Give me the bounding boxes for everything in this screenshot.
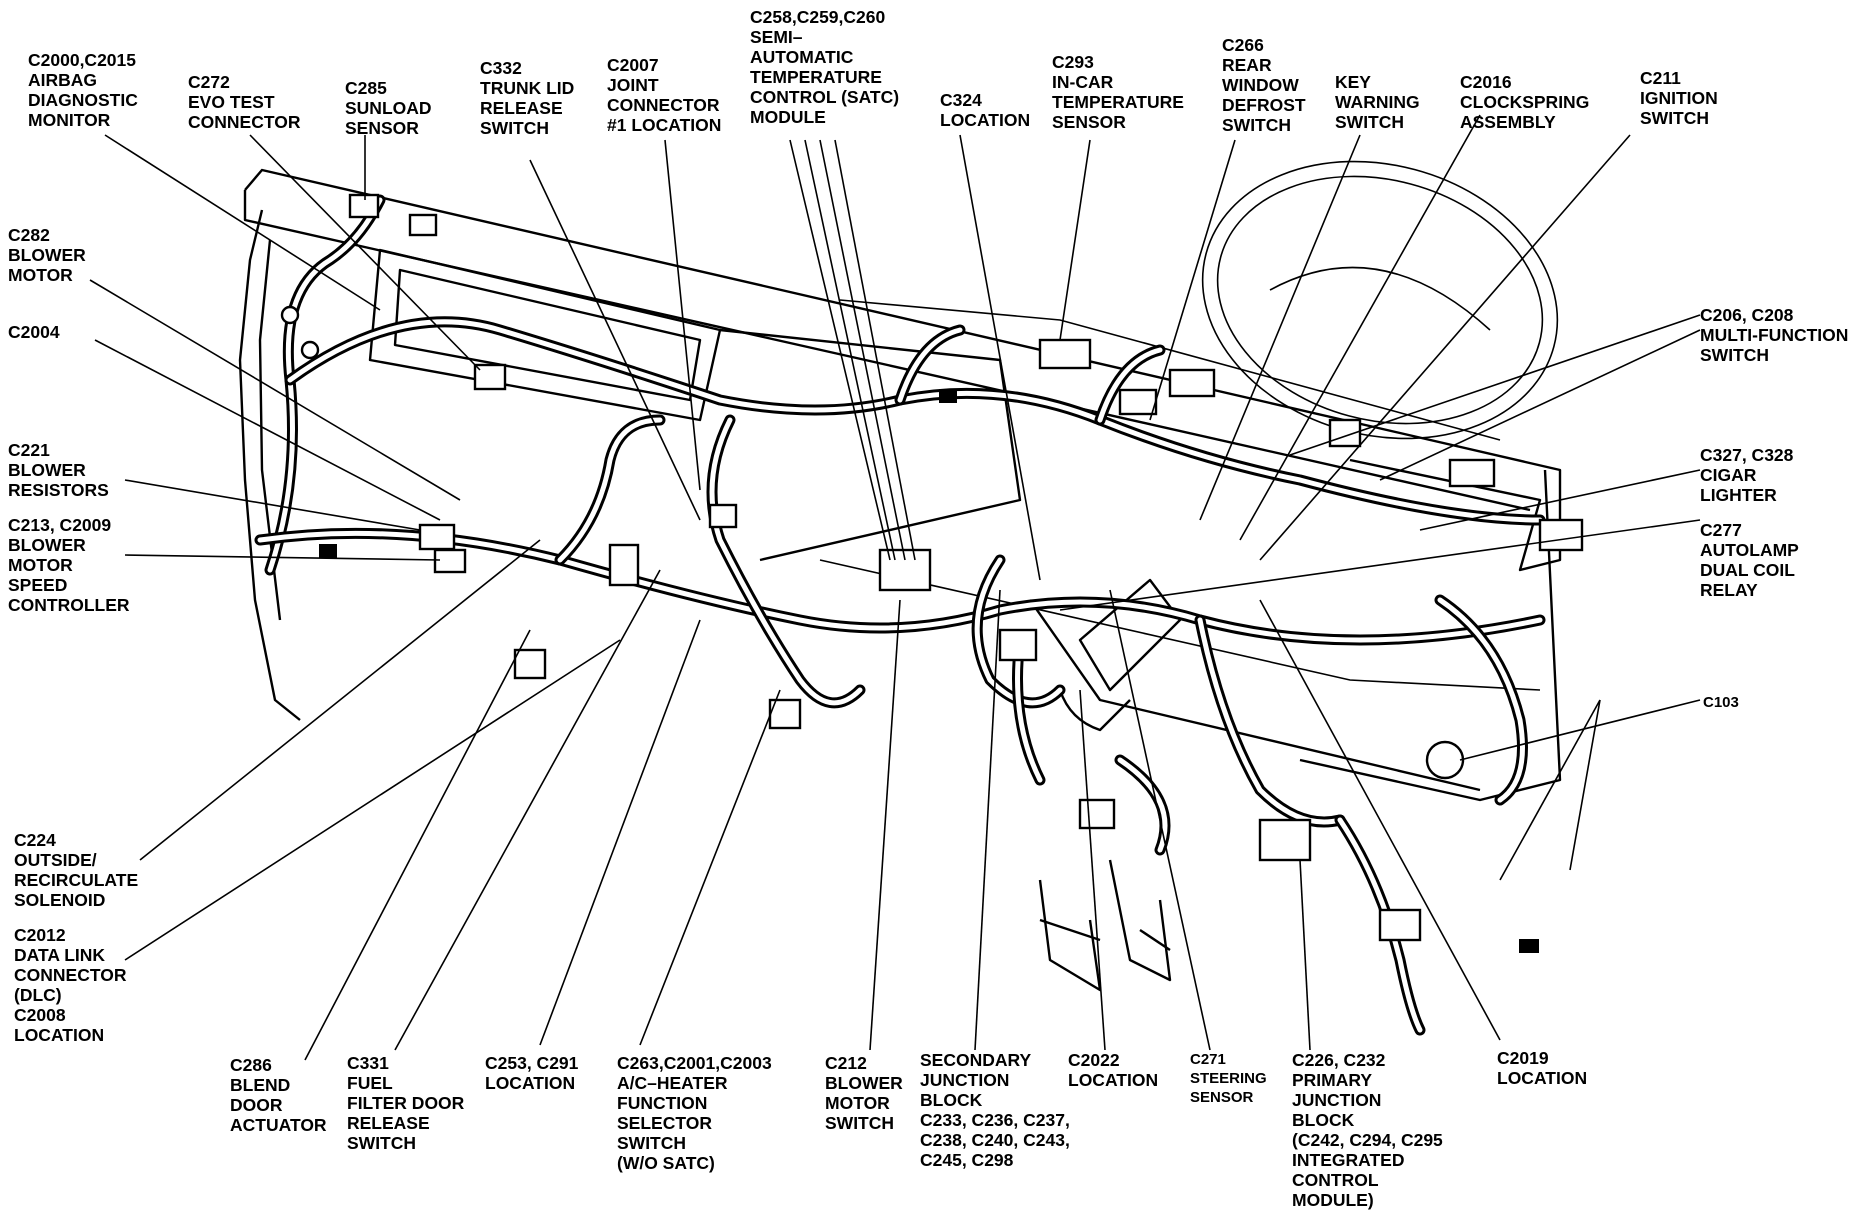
wiring-harness bbox=[254, 194, 1546, 1036]
label-c2004: C2004 bbox=[8, 322, 60, 342]
connectors bbox=[280, 193, 1584, 953]
leader-lines bbox=[89, 114, 1701, 1061]
connector-c285 bbox=[348, 193, 380, 219]
label-c103: C103 bbox=[1703, 694, 1739, 711]
instrument-panel-outline bbox=[238, 160, 1562, 992]
